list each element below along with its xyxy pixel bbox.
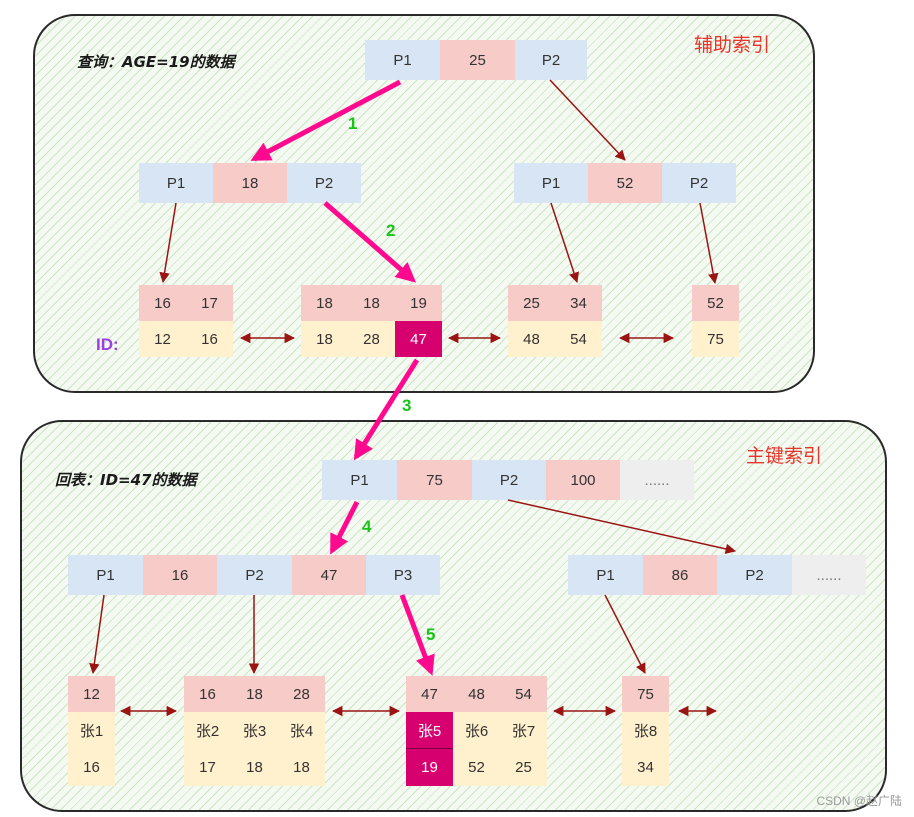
primary-root-ellipsis: ...... [620, 460, 694, 500]
primary-leaf-age: 18 [278, 749, 325, 786]
primary-leaf-name: 张1 [68, 712, 115, 749]
secondary-leaf-key: 18 [348, 285, 395, 321]
primary-leaf-name: 张2 [184, 712, 231, 749]
primary-leaf-key: 47 [406, 676, 453, 712]
primary-leaf-key: 18 [231, 676, 278, 712]
search-path-arrow-2 [323, 201, 417, 283]
primary-leaf-age: 17 [184, 749, 231, 786]
primary-leaf-name: 张7 [500, 712, 547, 749]
secondary-internal-pointer: P2 [287, 163, 361, 203]
secondary-leaf-id: 18 [301, 321, 348, 357]
secondary-leaf-id-highlighted: 47 [395, 321, 442, 357]
secondary-leaf-id: 54 [555, 321, 602, 357]
primary-internal-ellipsis: ...... [792, 555, 866, 595]
search-path-arrow-1 [250, 79, 402, 162]
secondary-leaf-id: 28 [348, 321, 395, 357]
secondary-root-key: 25 [440, 40, 515, 80]
primary-leaf-key: 12 [68, 676, 115, 712]
tree-link-arrow [159, 202, 177, 284]
secondary-root-pointer: P1 [365, 40, 440, 80]
search-path-arrow-5 [399, 594, 435, 676]
primary-leaf-key: 16 [184, 676, 231, 712]
primary-internal-pointer: P1 [568, 555, 643, 595]
tree-link-arrow [699, 202, 719, 285]
primary-root-key: 75 [397, 460, 472, 500]
secondary-leaf-id: 75 [692, 321, 739, 357]
secondary-leaf-key: 25 [508, 285, 555, 321]
step-number-2: 2 [386, 221, 396, 240]
primary-leaf-age-highlighted: 19 [406, 749, 453, 786]
primary-leaf-name: 张4 [278, 712, 325, 749]
primary-leaf-age: 25 [500, 749, 547, 786]
secondary-internal-key: 18 [213, 163, 287, 203]
step-number-5: 5 [426, 625, 436, 644]
primary-leaf-name: 张6 [453, 712, 500, 749]
secondary-leaf-key: 34 [555, 285, 602, 321]
primary-leaf-age: 18 [231, 749, 278, 786]
primary-internal-key: 47 [292, 555, 366, 595]
tree-link-arrow [550, 202, 580, 283]
step-number-1: 1 [348, 114, 358, 133]
primary-root-pointer: P2 [472, 460, 546, 500]
primary-leaf-age: 16 [68, 749, 115, 786]
tree-link-arrow [89, 594, 105, 675]
secondary-leaf-key: 16 [139, 285, 186, 321]
primary-query-title: 回表：ID=47的数据 [55, 471, 197, 489]
primary-leaf-key: 48 [453, 676, 500, 712]
primary-leaf-age: 52 [453, 749, 500, 786]
secondary-index-label: 辅助索引 [694, 34, 771, 56]
tree-link-arrow [507, 499, 737, 555]
secondary-leaf-key: 17 [186, 285, 233, 321]
secondary-internal-pointer: P2 [662, 163, 736, 203]
primary-index-label: 主键索引 [746, 445, 823, 467]
step-number-4: 4 [362, 517, 372, 536]
secondary-query-title: 查询：AGE=19的数据 [77, 53, 235, 71]
tree-link-arrow [604, 594, 646, 674]
secondary-leaf-key: 52 [692, 285, 739, 321]
id-row-label: ID: [96, 335, 119, 354]
primary-leaf-age: 34 [622, 749, 669, 786]
secondary-leaf-id: 16 [186, 321, 233, 357]
tree-link-arrow [549, 79, 626, 161]
primary-leaf-name: 张8 [622, 712, 669, 749]
secondary-leaf-key: 18 [301, 285, 348, 321]
secondary-internal-key: 52 [588, 163, 662, 203]
secondary-root-pointer: P2 [515, 40, 587, 80]
primary-leaf-name-highlighted: 张5 [406, 712, 453, 749]
primary-internal-pointer: P3 [366, 555, 440, 595]
primary-internal-pointer: P2 [717, 555, 792, 595]
primary-leaf-name: 张3 [231, 712, 278, 749]
primary-internal-key: 16 [143, 555, 217, 595]
primary-internal-key: 86 [643, 555, 717, 595]
search-path-arrow-3 [353, 358, 420, 461]
primary-internal-pointer: P1 [68, 555, 143, 595]
watermark: CSDN @赵广陆 [816, 794, 902, 808]
secondary-leaf-id: 48 [508, 321, 555, 357]
primary-leaf-key: 54 [500, 676, 547, 712]
primary-root-key: 100 [546, 460, 620, 500]
secondary-leaf-key: 19 [395, 285, 442, 321]
step-number-3: 3 [402, 396, 412, 415]
primary-internal-pointer: P2 [217, 555, 292, 595]
primary-root-pointer: P1 [322, 460, 397, 500]
secondary-internal-pointer: P1 [514, 163, 588, 203]
primary-leaf-key: 75 [622, 676, 669, 712]
search-path-arrow-4 [329, 500, 360, 555]
primary-leaf-key: 28 [278, 676, 325, 712]
secondary-internal-pointer: P1 [139, 163, 213, 203]
secondary-leaf-id: 12 [139, 321, 186, 357]
